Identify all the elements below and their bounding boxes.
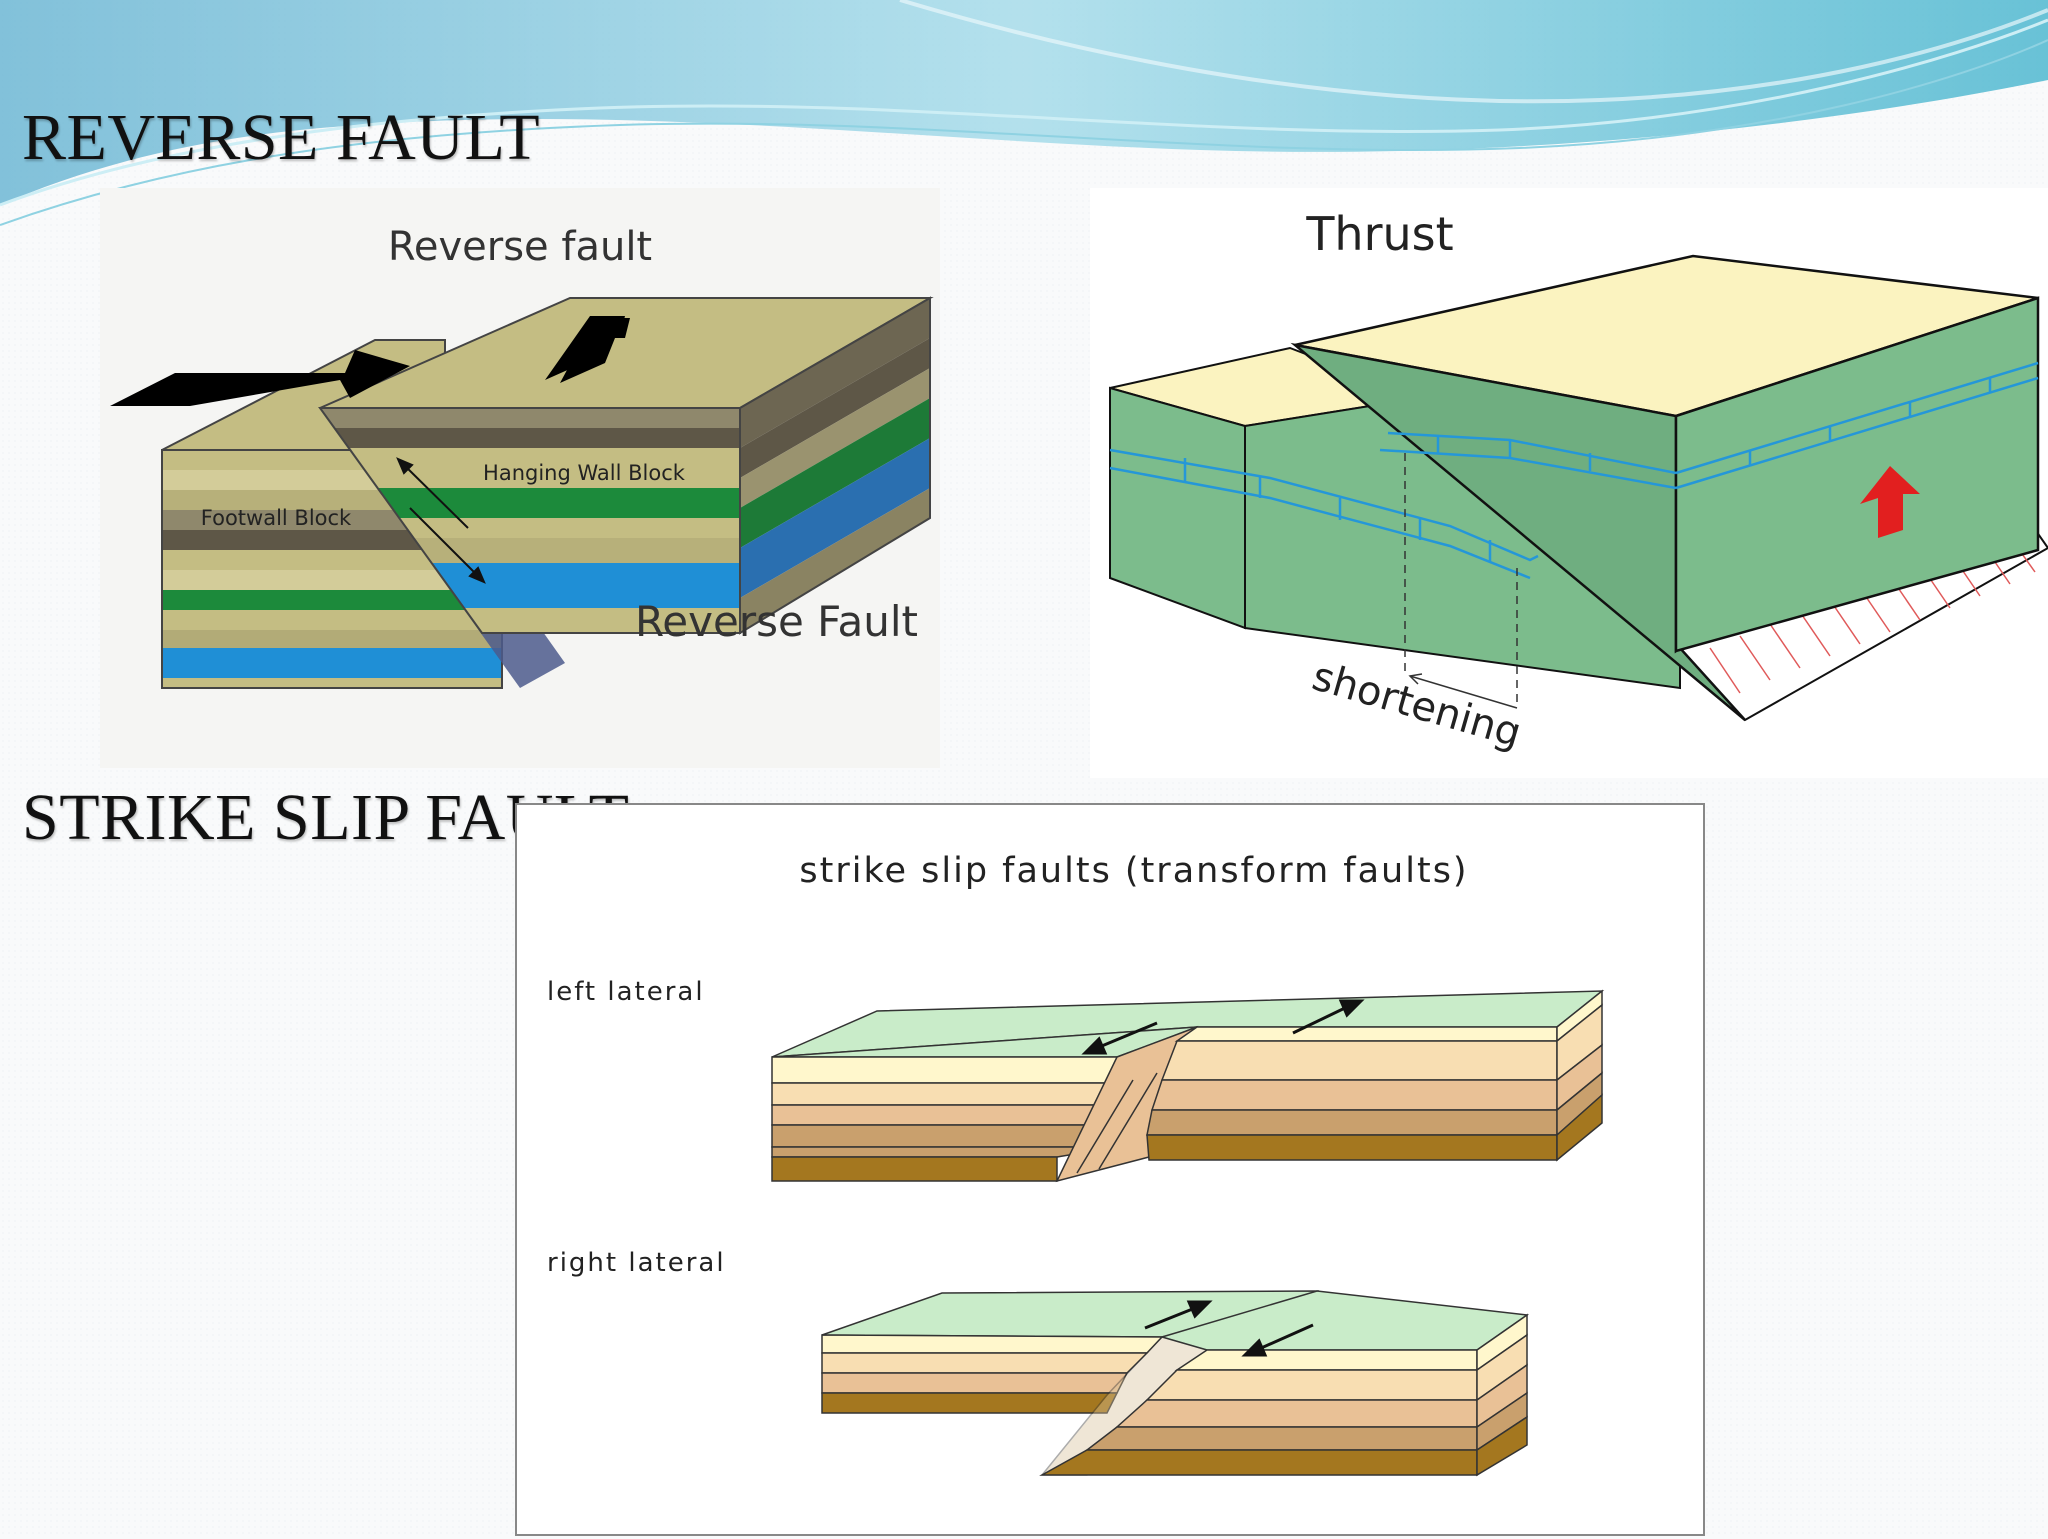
right-lateral-label: right lateral [547, 1248, 726, 1278]
footwall-label: Footwall Block [201, 506, 352, 530]
compression-arrow-left [110, 350, 410, 406]
left-lateral-block [771, 989, 1605, 1183]
reverse-fault-label: Reverse Fault [635, 597, 918, 646]
shortening-indicator [1404, 453, 1518, 709]
thrust-hanging-wall-block [1290, 254, 2040, 721]
left-lateral-label: left lateral [547, 977, 705, 1007]
right-lateral-block [821, 1290, 1530, 1477]
shortening-label: shortening [1307, 653, 1526, 756]
hanging-wall-label: Hanging Wall Block [483, 461, 686, 485]
header-wave-decoration [0, 0, 2048, 226]
left-lateral-arrows [1081, 999, 1365, 1055]
reverse-diagram-title: Reverse fault [388, 224, 652, 270]
uplift-arrow-icon [1860, 466, 1920, 538]
hanging-wall-block [318, 296, 934, 635]
right-lateral-arrows [1144, 1300, 1314, 1357]
strike-slip-diagram: strike slip faults (transform faults) le… [515, 803, 1705, 1536]
reverse-fault-heading: REVERSE FAULT [22, 101, 541, 174]
strike-slip-title: strike slip faults (transform faults) [799, 851, 1468, 891]
reverse-fault-diagram: Reverse fault Hanging Wall Block Footwal… [100, 188, 940, 768]
thrust-footwall-block [1109, 346, 1681, 690]
strata-lines [1109, 361, 2039, 580]
thrust-fault-diagram: Thrust shortening [1090, 188, 2048, 778]
slip-arrows [396, 457, 486, 584]
thrust-diagram-title: Thrust [1305, 207, 1453, 261]
